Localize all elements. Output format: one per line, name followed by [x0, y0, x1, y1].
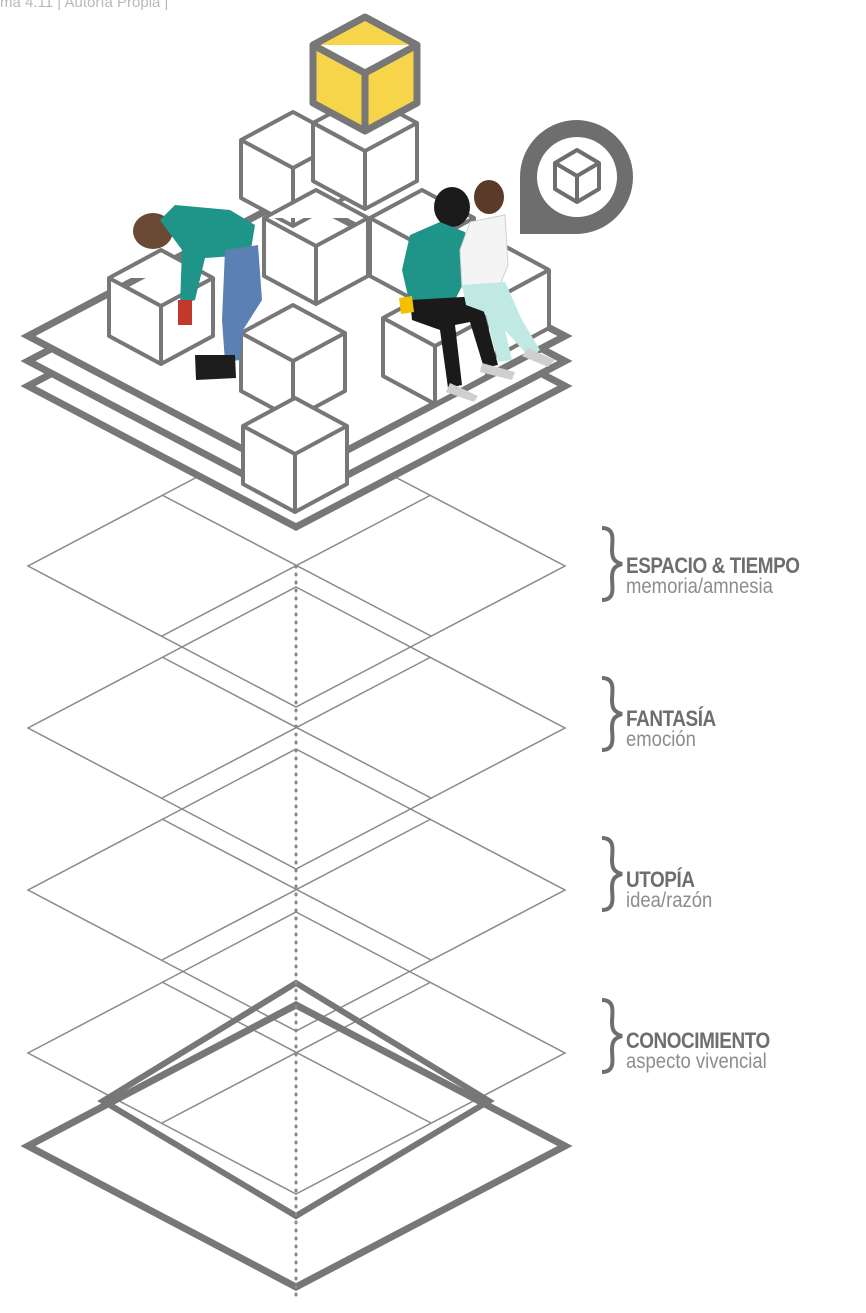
level-fantasia: FANTASÍA emoción — [626, 706, 730, 751]
layer-planes — [26, 424, 567, 1195]
level-espacio-tiempo: ESPACIO & TIEMPO memoria/amnesia — [626, 553, 828, 598]
level-braces — [601, 526, 623, 1074]
level-utopia: UTOPÍA idea/razón — [626, 867, 724, 912]
cube — [311, 93, 419, 211]
level-subtitle: emoción — [626, 728, 696, 751]
curly-brace-icon — [601, 526, 623, 602]
level-subtitle: memoria/amnesia — [626, 575, 773, 598]
plane-conocimiento — [26, 911, 567, 1195]
level-title: ESPACIO & TIEMPO — [626, 553, 800, 578]
level-title: UTOPÍA — [626, 867, 695, 892]
person-sitting-white — [459, 180, 555, 367]
curly-brace-icon — [601, 676, 623, 752]
level-subtitle: aspecto vivencial — [626, 1050, 767, 1073]
location-pin-cube-icon — [520, 120, 633, 234]
person-bending — [133, 205, 262, 380]
level-title: FANTASÍA — [626, 706, 716, 731]
cube — [241, 396, 349, 514]
cube — [107, 248, 215, 366]
level-title: CONOCIMIENTO — [626, 1028, 770, 1053]
level-conocimiento: CONOCIMIENTO aspecto vivencial — [626, 1028, 793, 1073]
curly-brace-icon — [601, 998, 623, 1074]
figure-caption: ma 4.11 | Autoría Propia | — [0, 0, 169, 11]
level-subtitle: idea/razón — [626, 889, 713, 912]
highlight-cube — [309, 13, 421, 135]
person-sitting-green — [399, 187, 515, 402]
curly-brace-icon — [601, 836, 623, 912]
